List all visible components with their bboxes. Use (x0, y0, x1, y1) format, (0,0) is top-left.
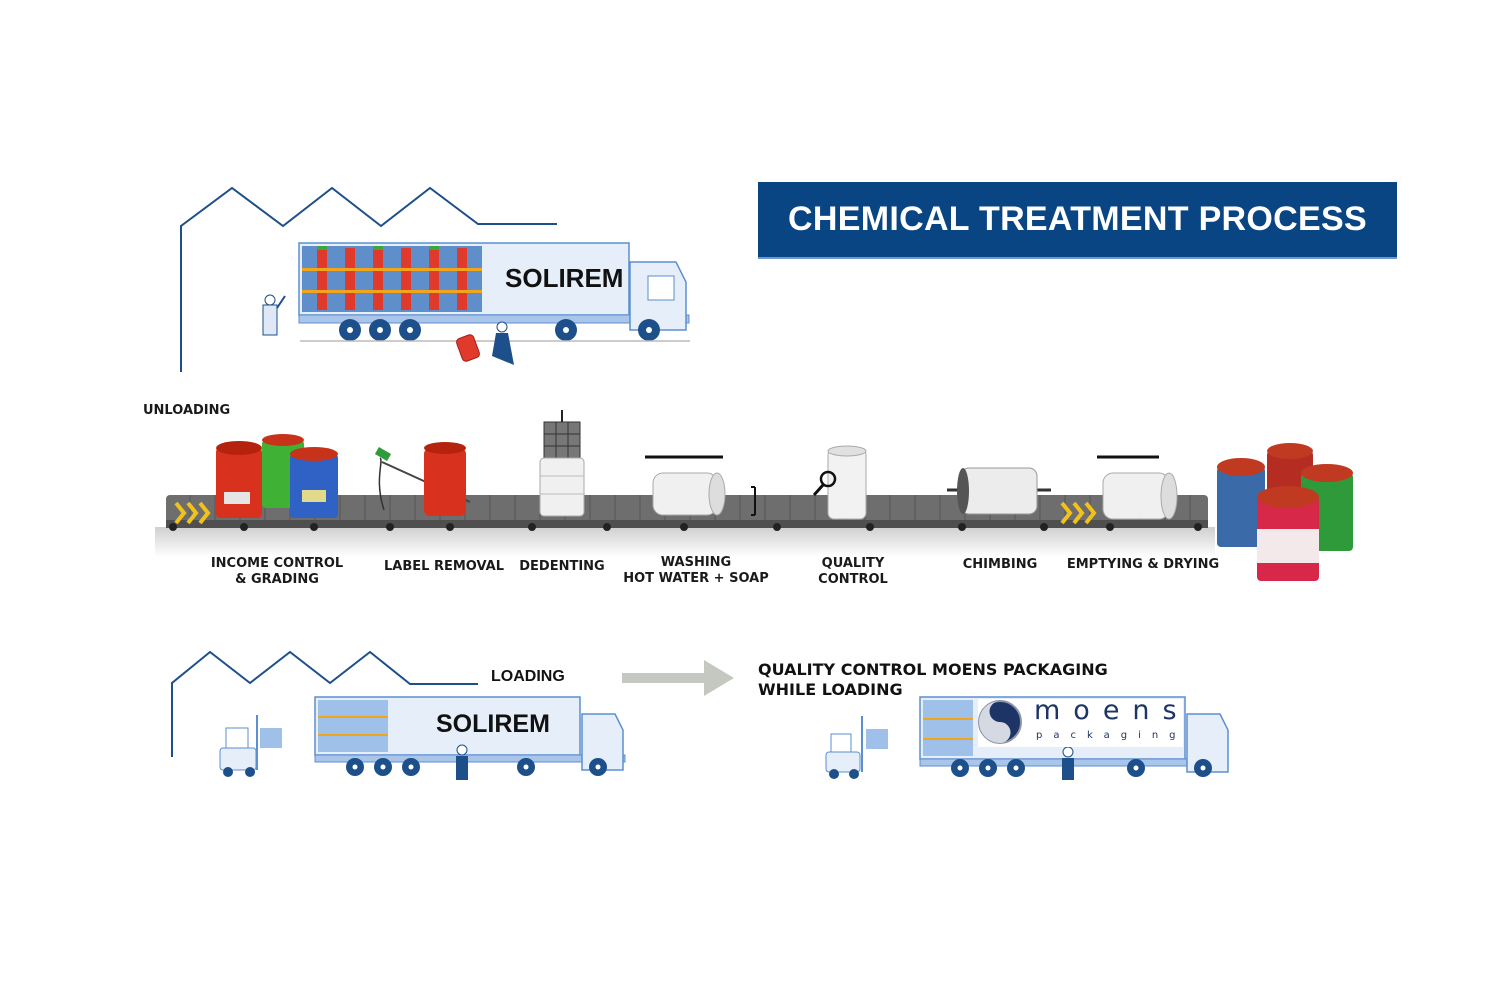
step-label-dedenting: DEDENTING (519, 559, 605, 574)
worker-icon (1062, 746, 1074, 780)
forklift-icon (825, 716, 888, 779)
barrel-blue-finished (1217, 458, 1265, 547)
step-label-quality-control: QUALITY CONTROL (818, 556, 888, 587)
dedenting-press-icon (539, 410, 585, 517)
worker-icon (262, 294, 286, 336)
finished-barrels-icon (1217, 443, 1353, 581)
moens-brand-sub: packaging (1036, 730, 1187, 741)
barrel-red (216, 441, 262, 518)
worker-with-barrel-trolley-icon (456, 321, 514, 365)
loading-label: LOADING (491, 668, 565, 685)
worker-icon (456, 744, 468, 780)
step-label-label-removal: LABEL REMOVAL (384, 559, 504, 574)
step-label-income-control: INCOME CONTROL & GRADING (210, 556, 344, 587)
barrel-pink-finished (1257, 486, 1319, 581)
quality-control-magnifier-icon (812, 445, 867, 520)
yin-yang-logo-icon (978, 700, 1022, 744)
quality-loading-label: QUALITY CONTROL MOENS PACKAGING WHILE LO… (758, 660, 1108, 699)
forklift-icon (219, 715, 282, 777)
graded-barrels-icon (216, 434, 338, 518)
chevrons-icon (1060, 501, 1097, 525)
unloading-truck-brand: SOLIREM (505, 263, 624, 293)
step-label-washing: WASHING HOT WATER + SOAP (623, 555, 769, 586)
pressure-washer-barrel-icon (374, 442, 471, 516)
barrel-blue (290, 447, 338, 518)
page-title: CHEMICAL TREATMENT PROCESS (788, 200, 1367, 238)
step-label-chimbing: CHIMBING (962, 557, 1038, 572)
unloading-label: UNLOADING (143, 403, 231, 418)
moens-brand-name: moens (1034, 695, 1190, 726)
barrel-stack (302, 246, 496, 312)
chimbing-drum-icon (947, 467, 1051, 515)
right-arrow-icon (622, 660, 734, 696)
step-label-emptying-drying: EMPTYING & DRYING (1066, 557, 1220, 572)
washing-drum-icon (645, 455, 756, 516)
title-banner: CHEMICAL TREATMENT PROCESS (758, 182, 1397, 259)
loading-truck-brand: SOLIREM (436, 710, 550, 738)
chevrons-icon (174, 501, 211, 525)
drying-drum-icon (1097, 455, 1178, 520)
